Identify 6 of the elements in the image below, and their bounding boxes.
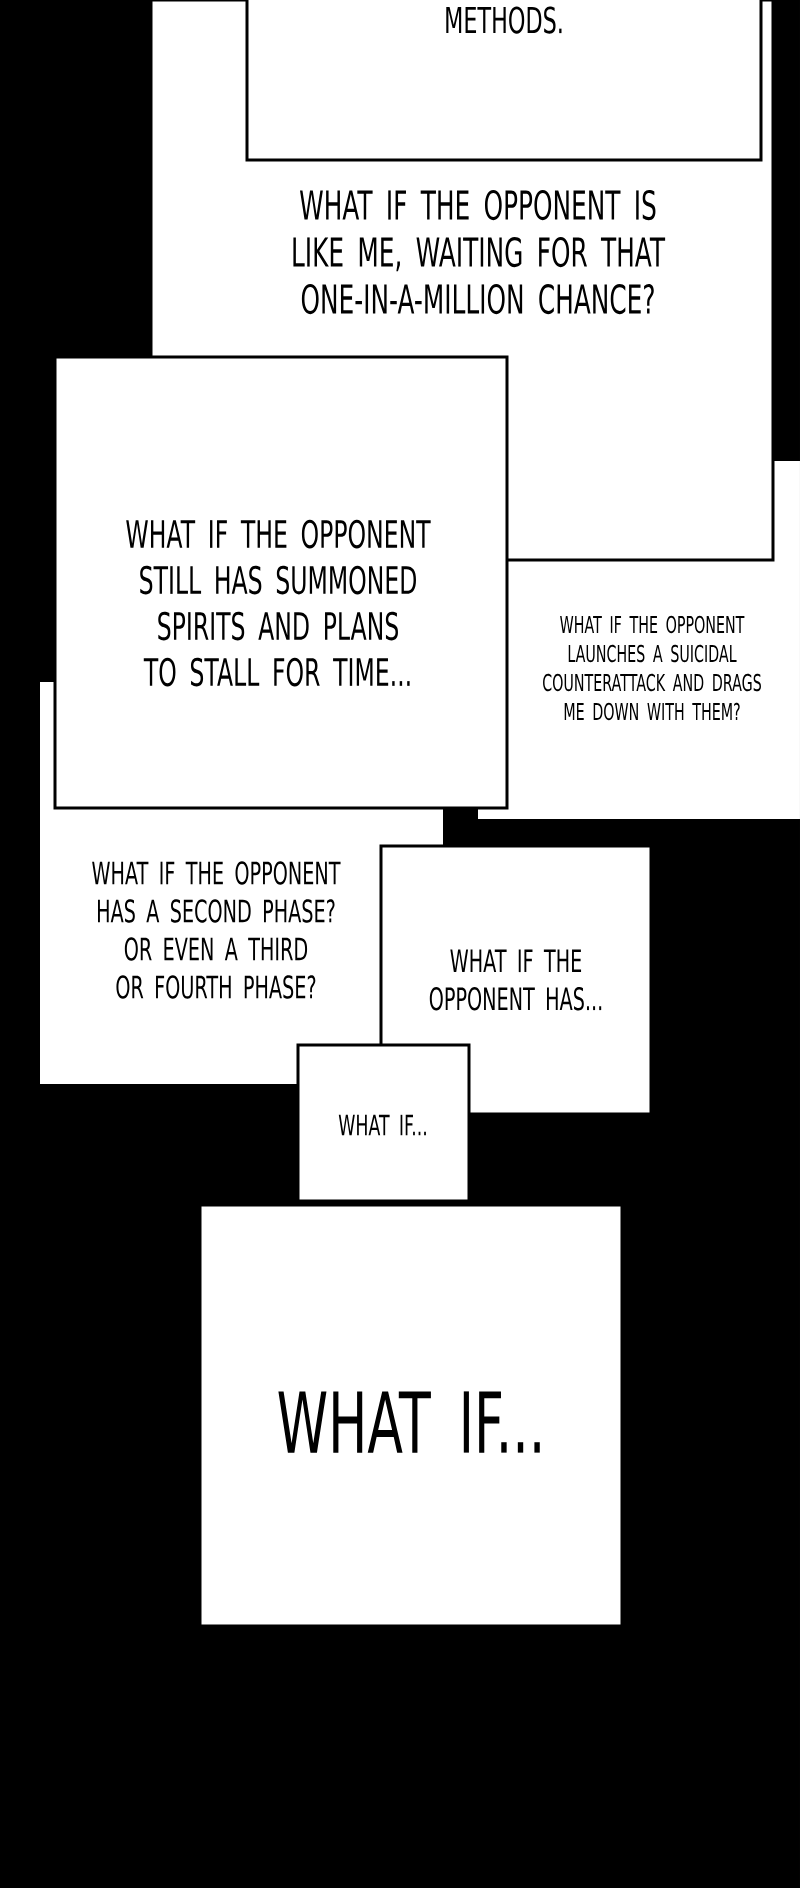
caption-box: WHAT IF... xyxy=(296,1043,471,1203)
node-label: WHAT IF THE OPPONENT LAUNCHES A SUICIDAL COUNTERATTACK AND DRAGS ME DOWN WITH THEM? xyxy=(543,615,761,721)
panel: METHODS. xyxy=(245,0,763,162)
caption-box: WHAT IF... xyxy=(198,1203,624,1628)
caption-box: WHAT IF THE OPPONENT STILL HAS SUMMONED SPIRITS AND PLANS TO STALL FOR TIME... xyxy=(53,355,509,810)
node-label: WHAT IF THE OPPONENT HAS A SECOND PHASE? OR EVEN A THIRD OR FOURTH PHASE? xyxy=(92,861,341,999)
